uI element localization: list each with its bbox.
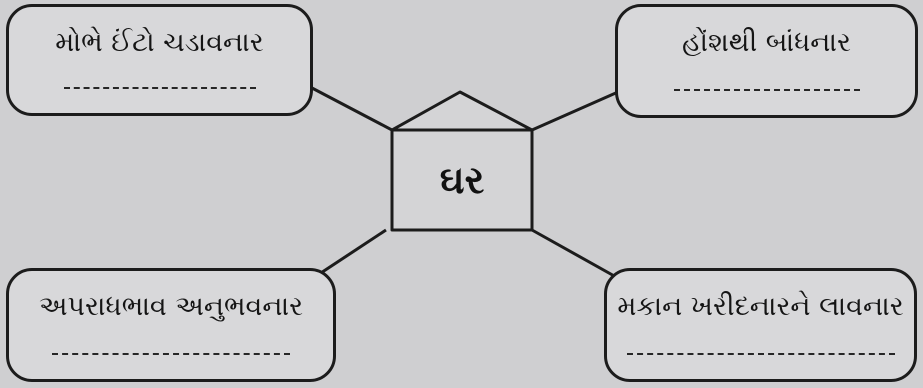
box-bottom-right-label: મકાન ખરીદનારને લાવનાર — [617, 291, 904, 322]
center-label: ઘર — [439, 158, 485, 202]
box-top-right: હોંશથી બાંધનાર — [615, 4, 918, 118]
connector-top-right — [531, 90, 619, 132]
box-bottom-right: મકાન ખરીદનારને લાવનાર — [604, 268, 917, 382]
box-top-left: મોભે ઈંટો ચડાવનાર — [6, 4, 313, 116]
box-bottom-left: અપરાધભાવ અનુભવનાર — [6, 268, 336, 382]
connector-top-left — [311, 86, 393, 132]
answer-blank — [63, 87, 256, 89]
answer-blank — [626, 353, 895, 355]
house-shape — [390, 90, 534, 232]
box-top-left-label: મોભે ઈંટો ચડાવનાર — [55, 27, 264, 58]
answer-blank — [52, 353, 290, 355]
answer-blank — [673, 89, 860, 91]
box-bottom-left-label: અપરાધભાવ અનુભવનાર — [38, 291, 304, 322]
box-top-right-label: હોંશથી બાંધનાર — [682, 27, 851, 58]
connector-bottom-right — [531, 228, 626, 284]
